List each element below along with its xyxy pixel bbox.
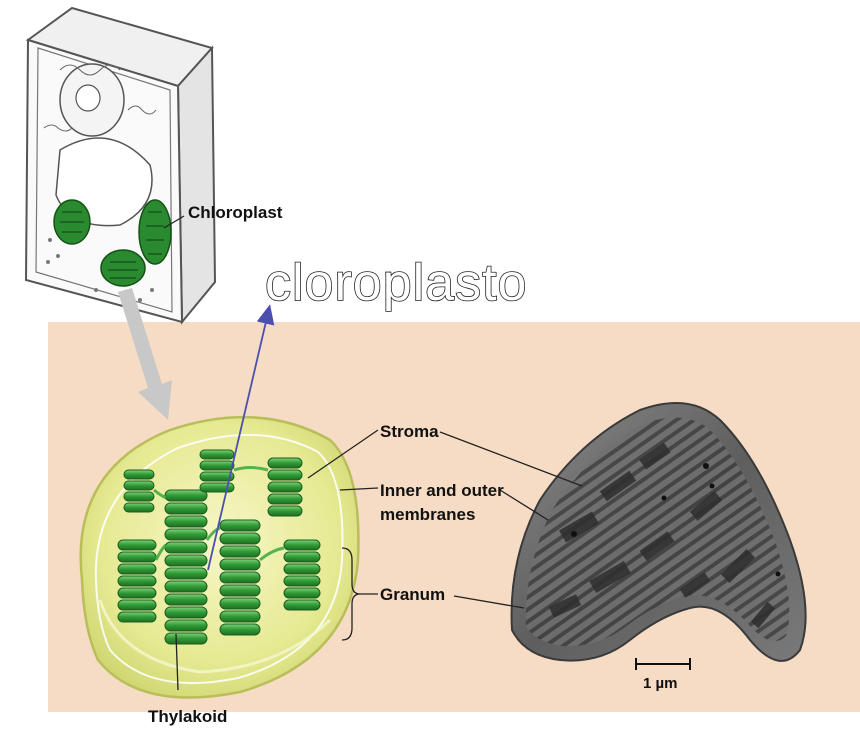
granum-label: Granum bbox=[380, 585, 445, 604]
spanish-title: cloroplasto bbox=[265, 254, 527, 312]
chloroplast-label: Chloroplast bbox=[188, 203, 283, 222]
stroma-label: Stroma bbox=[380, 422, 439, 441]
membranes-label-line1: Inner and outer bbox=[380, 481, 504, 500]
plant-cell-illustration bbox=[26, 8, 215, 322]
scale-bar-label: 1 µm bbox=[643, 675, 678, 692]
thylakoid-label: Thylakoid bbox=[148, 707, 227, 726]
membranes-label-line2: membranes bbox=[380, 505, 475, 524]
